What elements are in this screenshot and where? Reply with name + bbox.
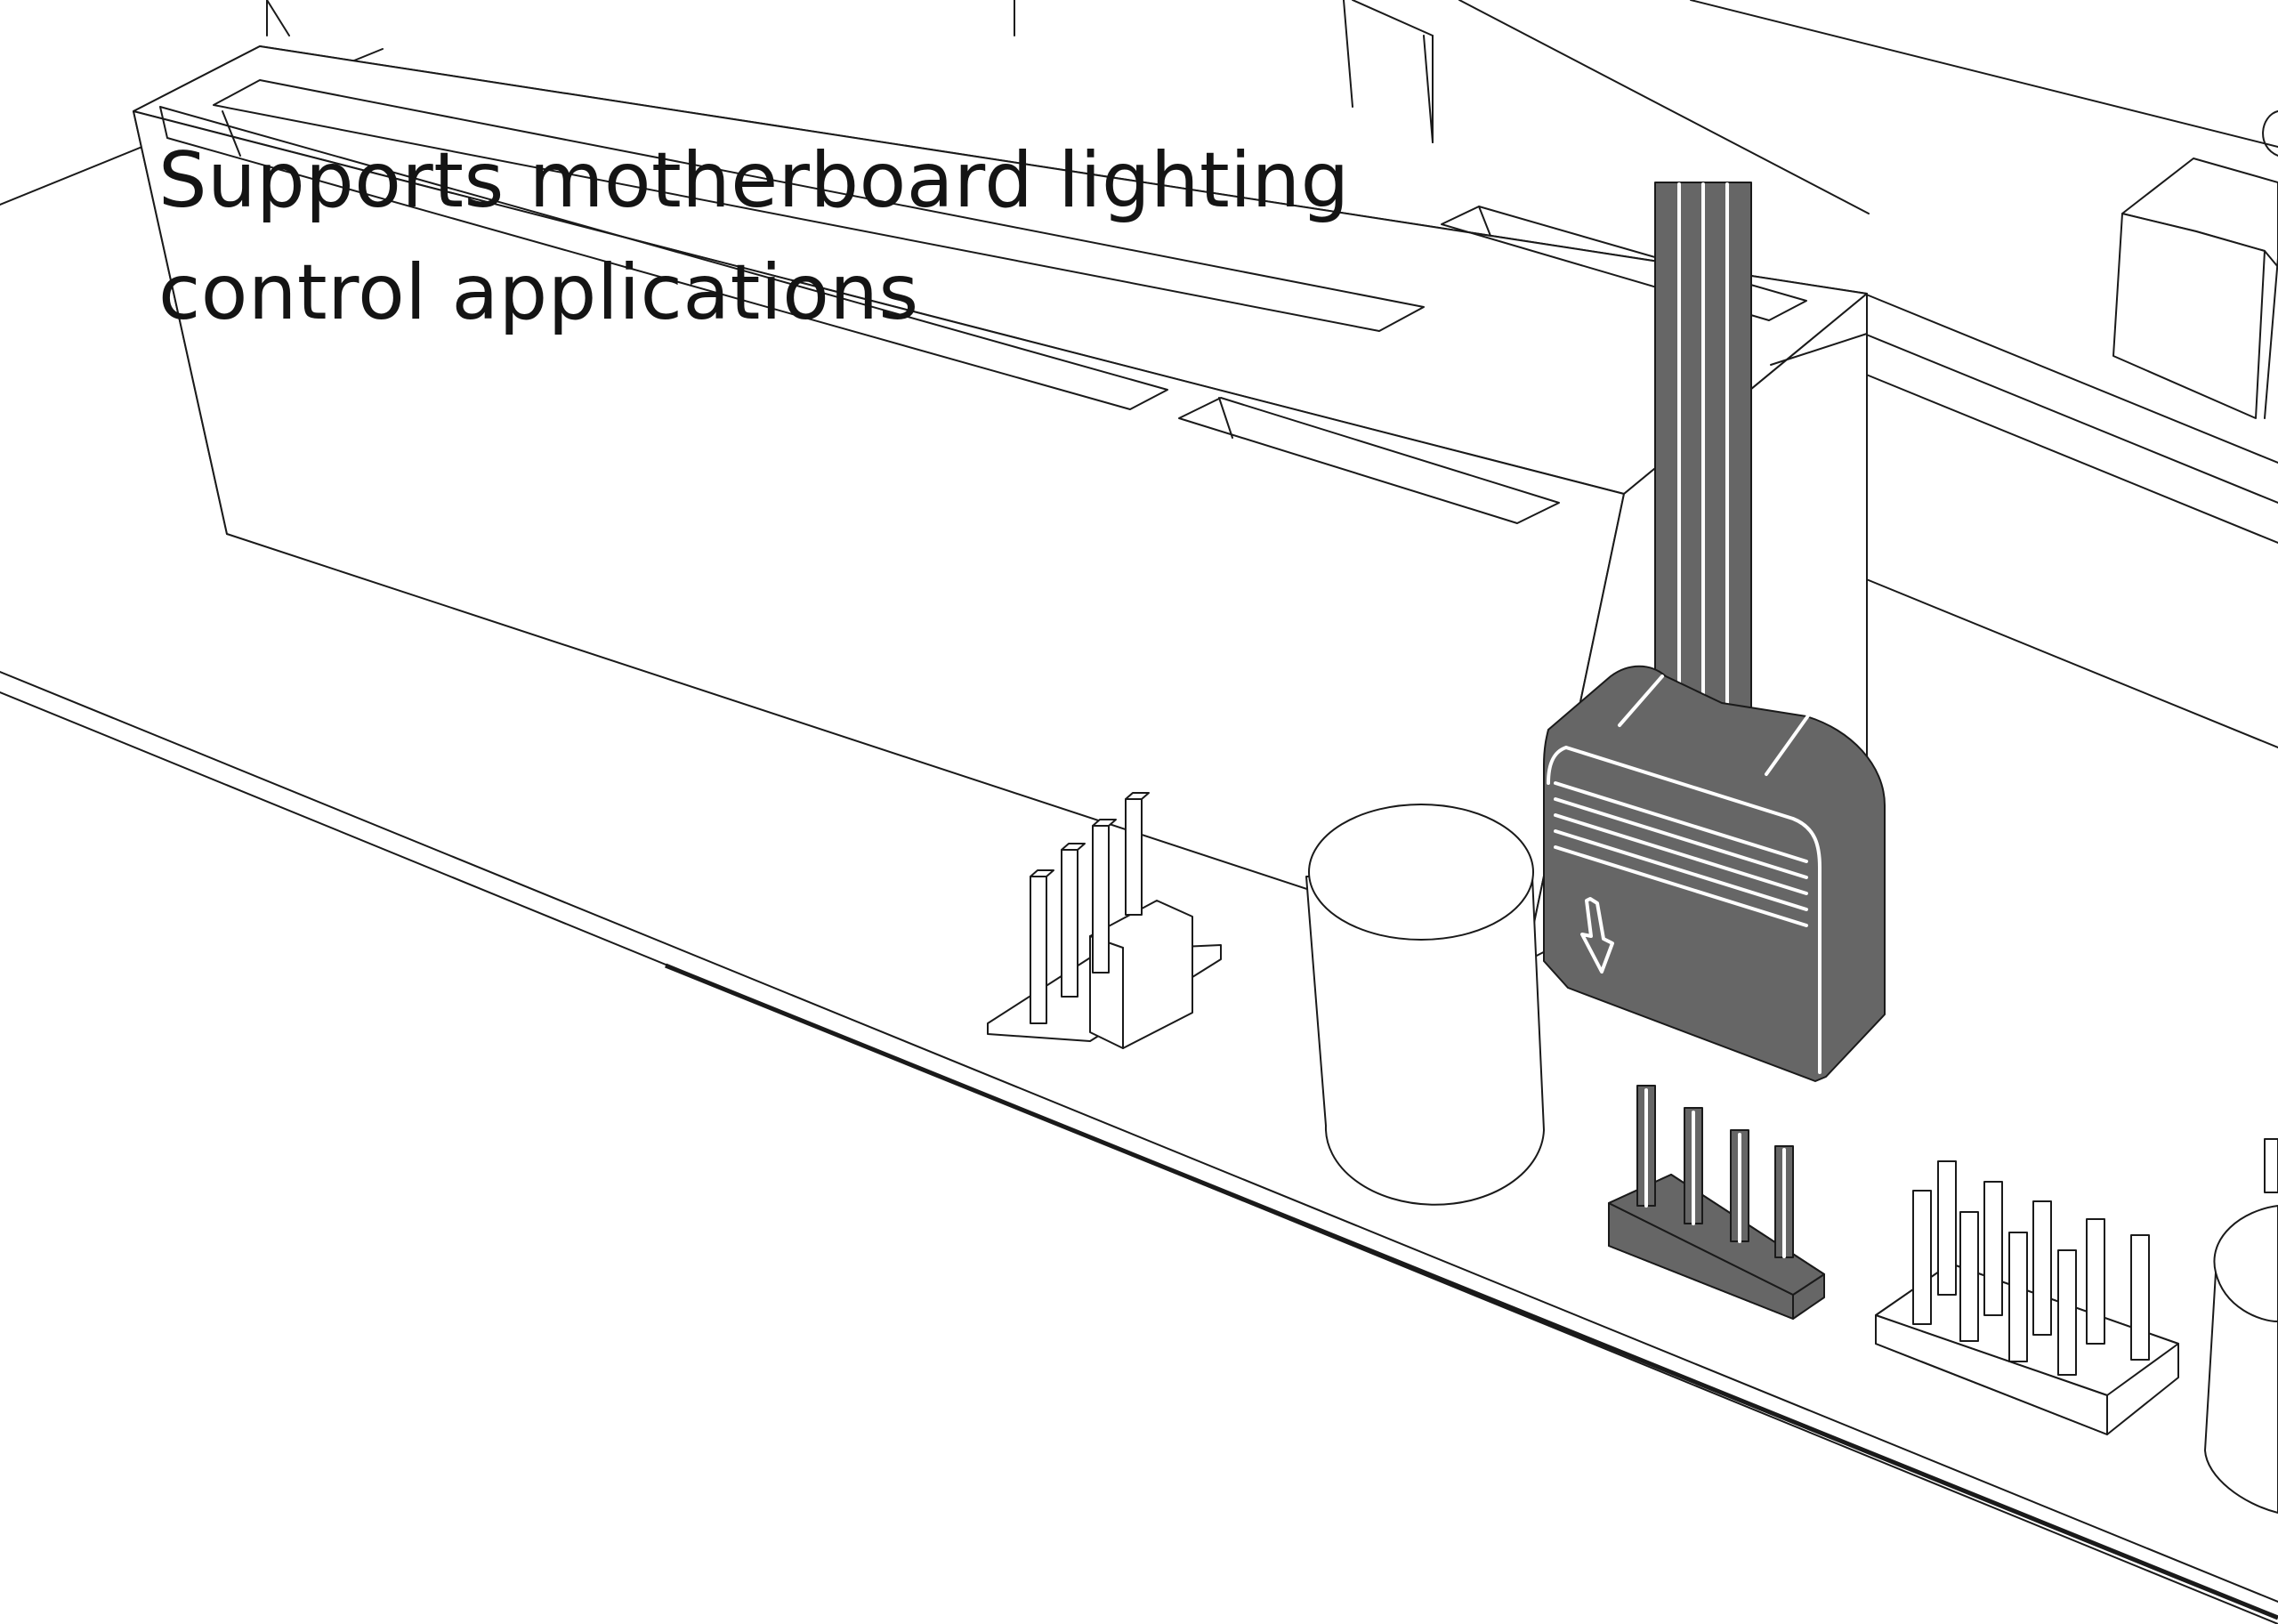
caption-line-2: control applications [158, 248, 919, 337]
caption-line-1: Supports motherboard lighting [158, 136, 1350, 225]
pin-header-front-panel [1875, 1160, 2179, 1435]
argb-connector [1543, 182, 1886, 1082]
pin-header-argb [1608, 1085, 1825, 1320]
capacitor-right [2204, 1138, 2278, 1514]
background-components [266, 0, 2278, 748]
capacitor-left [1305, 804, 1545, 1206]
caption-text: Supports motherboard lighting control ap… [158, 125, 1350, 349]
arrow-down-outline-icon [1580, 897, 1614, 974]
pin-header-small [987, 792, 1222, 1049]
